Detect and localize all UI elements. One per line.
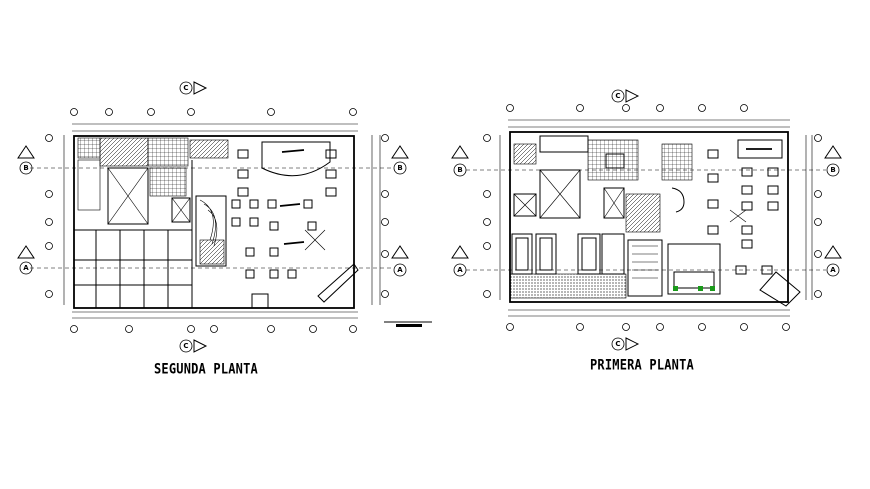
green-fixture-2 [698, 286, 703, 291]
svg-text:A: A [397, 266, 403, 274]
plan-title-segunda-planta: SEGUNDA PLANTA [154, 360, 258, 378]
svg-text:C: C [615, 340, 620, 348]
grid-label-left-b: B [17, 145, 35, 175]
grid-label-top-c-right: C [611, 89, 640, 103]
stair-left [195, 195, 227, 267]
grid-label-bottom-c-left: C [179, 339, 208, 353]
grid-label-right-b-left: B [391, 145, 409, 175]
dining-tables-left [231, 149, 337, 279]
terrace-right [759, 271, 801, 307]
grid-label-right-b-right: B [824, 145, 842, 177]
svg-text:B: B [457, 166, 462, 174]
grid-label-bottom-c-right: C [611, 337, 640, 351]
plan-primera-planta: C C B A B A [451, 89, 842, 351]
parking-bays [511, 233, 625, 275]
svg-text:C: C [183, 84, 188, 92]
axis-markers-right [483, 104, 822, 331]
dimension-lines-right [499, 119, 813, 317]
green-fixture-1 [673, 286, 678, 291]
dimension-lines-left [63, 123, 381, 319]
axis-markers-left [45, 108, 389, 333]
grid-label-left-a-right: A [451, 245, 469, 277]
grid-label-right-a-right: A [824, 245, 842, 277]
counter-right [737, 139, 783, 159]
plan-segunda-planta: C C B A B A [17, 81, 432, 353]
svg-text:A: A [457, 266, 463, 274]
grid-label-left-a: A [17, 245, 35, 275]
svg-text:B: B [23, 164, 28, 172]
svg-text:B: B [397, 164, 402, 172]
outer-wall-left [73, 135, 355, 309]
plan-title-primera-planta: PRIMERA PLANTA [590, 356, 694, 374]
grid-label-right-a-left: A [391, 245, 409, 277]
structural-grid-left [74, 160, 193, 308]
svg-text:C: C [615, 92, 620, 100]
terrace-left [317, 263, 359, 303]
outer-wall-right [509, 131, 789, 303]
green-fixture-3 [710, 286, 715, 291]
bar-counter-left [261, 141, 331, 177]
parking-ramp [509, 273, 627, 299]
grid-label-top-c-left: C [179, 81, 208, 95]
svg-text:A: A [830, 266, 836, 274]
grid-label-left-b-right: B [451, 145, 469, 177]
stair-right [627, 239, 663, 297]
kitchen-block [667, 243, 721, 295]
svg-text:C: C [183, 342, 188, 350]
svg-text:B: B [830, 166, 835, 174]
svg-text:A: A [23, 264, 29, 272]
